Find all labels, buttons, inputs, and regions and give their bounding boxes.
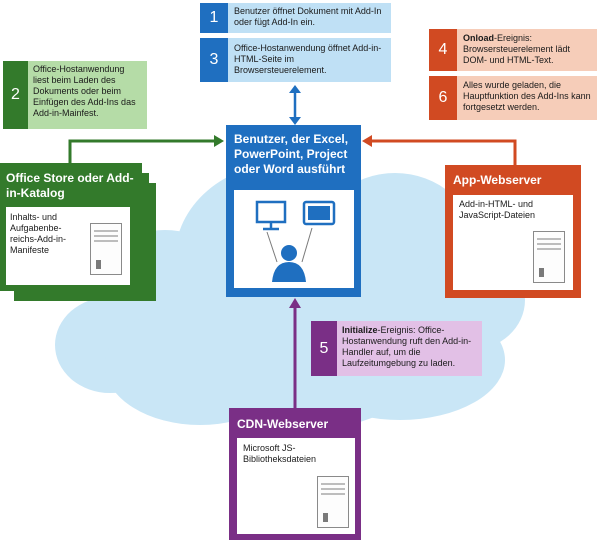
cdn-server-title: CDN-Webserver — [237, 417, 329, 431]
store-node-content: Inhalts- und Aufgabenbe­reichs-Add-in-Ma… — [10, 212, 67, 255]
app-server-content: Add-in-HTML- und JavaScript-Dateien — [459, 199, 536, 220]
arrow-cdn-to-user — [289, 298, 301, 408]
step-4-rest: -Ereignis: Browsersteuerelement lädt DOM… — [463, 33, 571, 65]
arrow-user-steps — [289, 85, 301, 125]
step-2-badge: 2 — [3, 61, 28, 129]
step-5-badge: 5 — [311, 321, 337, 376]
step-1: 1 Benutzer öffnet Dokument mit Add-In od… — [200, 3, 391, 33]
server-icon — [533, 231, 565, 283]
step-4: 4 Onload-Ereignis: Browsersteuerelement … — [429, 29, 597, 71]
monitor-icon — [255, 200, 287, 231]
server-icon — [90, 223, 122, 275]
tablet-icon — [302, 200, 336, 226]
step-3: 3 Office-Hostanwendung öffnet Add-in-HTM… — [200, 38, 391, 82]
app-server-panel: Add-in-HTML- und JavaScript-Dateien — [453, 195, 573, 290]
store-node-title: Office Store oder Add-in-Katalog — [6, 171, 134, 200]
store-node-panel: Inhalts- und Aufgabenbe­reichs-Add-in-Ma… — [6, 207, 130, 285]
step-5: 5 Initialize-Ereignis: Office-Hostanwend… — [311, 321, 482, 376]
step-4-text: Onload-Ereignis: Browsersteuerelement lä… — [457, 29, 597, 71]
user-node-panel — [234, 190, 354, 288]
server-icon — [317, 476, 349, 528]
cdn-server-panel: Microsoft JS-Bibliotheksdateien — [237, 438, 355, 534]
arrow-app-to-user — [362, 135, 517, 165]
arrow-store-to-user — [68, 135, 224, 163]
step-1-badge: 1 — [200, 3, 228, 33]
app-server-title: App-Webserver — [453, 173, 542, 187]
step-2-text: Office-Hostanwendung liest beim Laden de… — [28, 61, 147, 129]
cdn-server-node: CDN-Webserver Microsoft JS-Bibliotheksda… — [229, 408, 361, 540]
step-6-badge: 6 — [429, 76, 457, 120]
user-node-title: Benutzer, der Excel, PowerPoint, Project… — [234, 132, 349, 176]
step-4-badge: 4 — [429, 29, 457, 71]
user-illustration — [255, 200, 336, 282]
step-3-text: Office-Hostanwendung öffnet Add-in-HTML-… — [228, 38, 391, 82]
step-1-text: Benutzer öffnet Dokument mit Add-In oder… — [228, 3, 391, 33]
step-5-rest: -Ereignis: Office-Hostanwendung ruft den… — [342, 325, 472, 368]
store-node: Office Store oder Add-in-Katalog Inhalts… — [0, 163, 142, 291]
user-node: Benutzer, der Excel, PowerPoint, Project… — [226, 125, 361, 297]
step-2: 2 Office-Hostanwendung liest beim Laden … — [3, 61, 147, 129]
app-server-node: App-Webserver Add-in-HTML- und JavaScrip… — [445, 165, 581, 298]
step-6-text: Alles wurde geladen, die Hauptfunktion d… — [457, 76, 597, 120]
step-4-bold: Onload — [463, 33, 494, 43]
step-5-text: Initialize-Ereignis: Office-Hostanwendun… — [337, 321, 482, 376]
step-3-badge: 3 — [200, 38, 228, 82]
step-5-bold: Initialize — [342, 325, 378, 335]
cdn-server-content: Microsoft JS-Bibliotheksdateien — [243, 443, 317, 464]
step-6: 6 Alles wurde geladen, die Hauptfunktion… — [429, 76, 597, 120]
person-icon — [272, 245, 306, 282]
